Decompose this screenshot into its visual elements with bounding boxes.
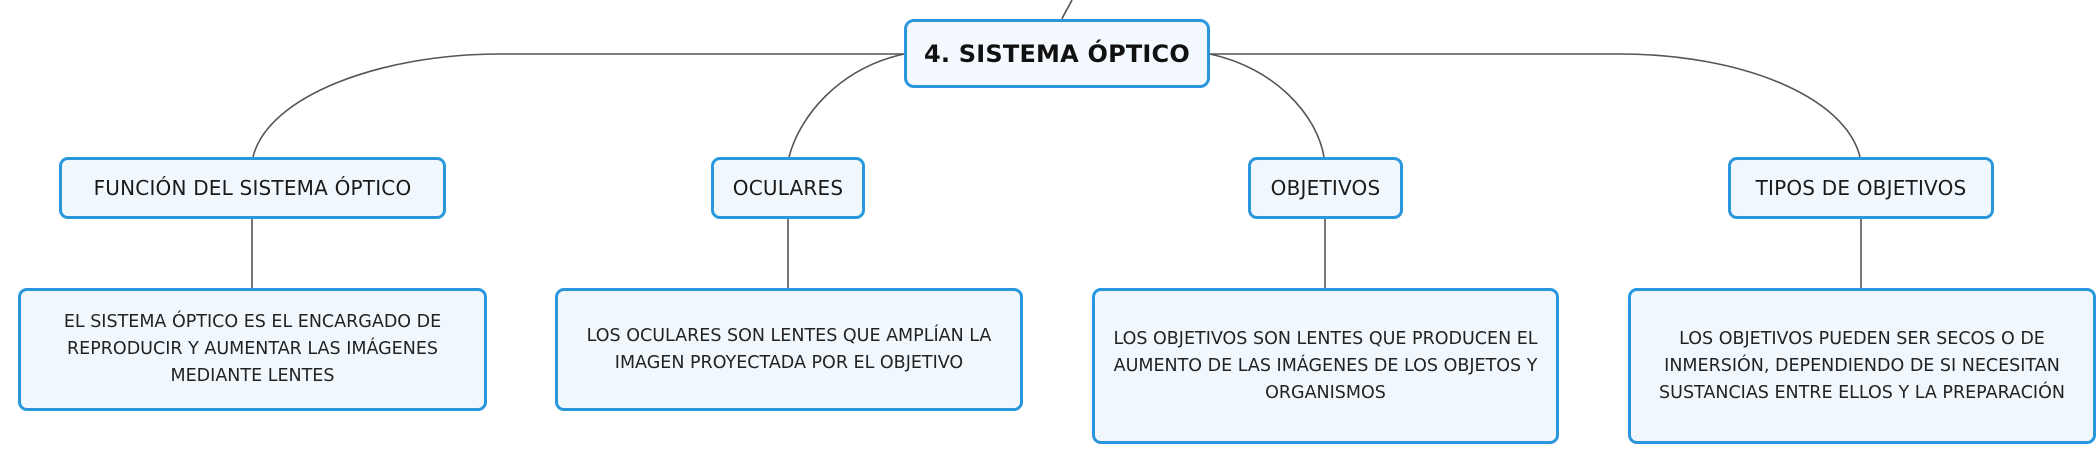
detail-node-objetivos[interactable]: LOS OBJETIVOS SON LENTES QUE PRODUCEN EL… xyxy=(1092,288,1559,444)
connector-root-topic-3 xyxy=(1209,53,1325,158)
topic-node-label: TIPOS DE OBJETIVOS xyxy=(1755,176,1967,200)
connector-root-topic-2 xyxy=(788,53,905,158)
detail-node-tipos[interactable]: LOS OBJETIVOS PUEDEN SER SECOS O DE INME… xyxy=(1628,288,2096,444)
topic-node-oculares[interactable]: OCULARES xyxy=(711,157,865,219)
connector-to-parent xyxy=(1061,0,1073,20)
topic-node-label: OCULARES xyxy=(732,176,844,200)
detail-node-funcion[interactable]: EL SISTEMA ÓPTICO ES EL ENCARGADO DE REP… xyxy=(18,288,487,411)
detail-node-text: LOS OBJETIVOS PUEDEN SER SECOS O DE INME… xyxy=(1659,328,2065,403)
topic-node-label: FUNCIÓN DEL SISTEMA ÓPTICO xyxy=(93,176,412,200)
root-node[interactable]: 4. SISTEMA ÓPTICO xyxy=(904,19,1210,88)
topic-node-label: OBJETIVOS xyxy=(1270,176,1381,200)
topic-node-funcion[interactable]: FUNCIÓN DEL SISTEMA ÓPTICO xyxy=(59,157,446,219)
connector-root-topic-4 xyxy=(1210,53,1861,158)
detail-node-oculares[interactable]: LOS OCULARES SON LENTES QUE AMPLÍAN LA I… xyxy=(555,288,1023,411)
root-node-label: 4. SISTEMA ÓPTICO xyxy=(924,39,1190,68)
topic-node-objetivos[interactable]: OBJETIVOS xyxy=(1248,157,1403,219)
detail-node-text: LOS OCULARES SON LENTES QUE AMPLÍAN LA I… xyxy=(586,325,992,373)
connector-root-topic-1 xyxy=(252,53,904,158)
topic-node-tipos[interactable]: TIPOS DE OBJETIVOS xyxy=(1728,157,1994,219)
detail-node-text: EL SISTEMA ÓPTICO ES EL ENCARGADO DE REP… xyxy=(63,312,442,386)
detail-node-text: LOS OBJETIVOS SON LENTES QUE PRODUCEN EL… xyxy=(1113,328,1538,403)
